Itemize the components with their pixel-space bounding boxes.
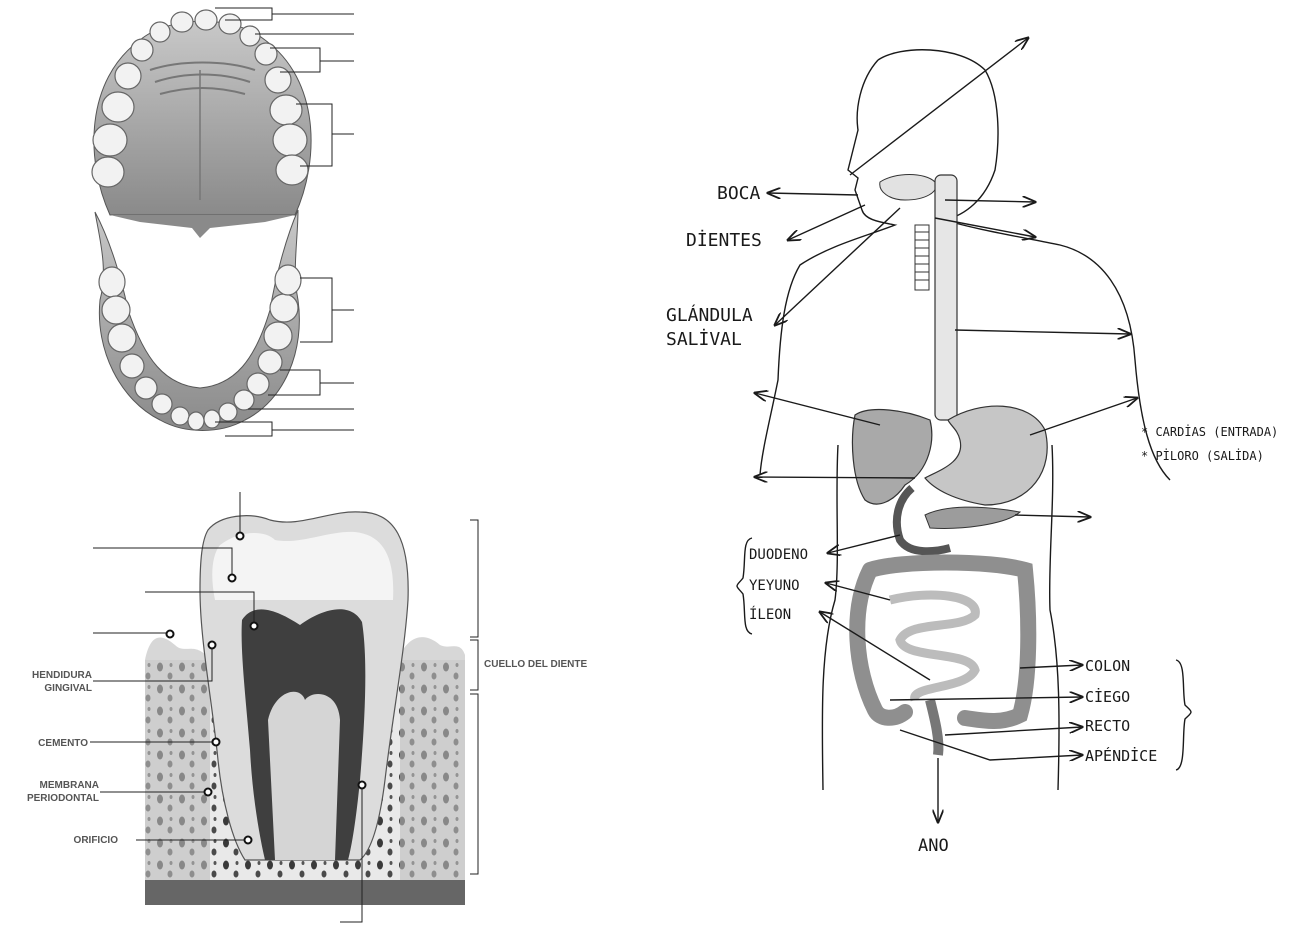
label-ciego: CİEGO bbox=[1085, 687, 1130, 706]
label-cemento: CEMENTO bbox=[38, 738, 88, 749]
pancreas bbox=[925, 507, 1020, 528]
upper-jaw-illustration bbox=[92, 10, 311, 238]
label-cardias: * CARDİAS (ENTRADA) bbox=[1141, 424, 1278, 439]
label-glandula-line2: SALİVAL bbox=[666, 329, 742, 350]
label-apendice: APÉNDİCE bbox=[1085, 746, 1157, 765]
large-intestine bbox=[857, 563, 1028, 722]
lower-jaw-illustration bbox=[95, 210, 301, 431]
label-recto: RECTO bbox=[1085, 717, 1130, 735]
tooth-cross-section bbox=[145, 512, 465, 905]
label-membrana-line1: MEMBRANA bbox=[40, 780, 99, 791]
digestive-organs bbox=[852, 175, 1047, 756]
label-membrana-line2: PERIODONTAL bbox=[27, 793, 99, 804]
rectum bbox=[930, 700, 938, 755]
liver bbox=[852, 410, 931, 504]
small-intestine bbox=[890, 595, 975, 700]
trachea bbox=[915, 225, 929, 290]
digestive-arrows bbox=[755, 38, 1137, 822]
label-dientes: DİENTES bbox=[686, 230, 762, 251]
label-ano: ANO bbox=[918, 836, 949, 856]
label-cuello-del-diente: CUELLO DEL DIENTE bbox=[484, 659, 587, 670]
label-boca: BOCA bbox=[717, 183, 761, 204]
label-hendidura-line1: HENDIDURA bbox=[32, 670, 92, 681]
stomach bbox=[925, 406, 1047, 505]
label-glandula-line1: GLÁNDULA bbox=[666, 304, 753, 326]
label-ileon: ÍLEON bbox=[749, 606, 791, 623]
label-orificio: ORIFICIO bbox=[74, 835, 119, 846]
label-colon: COLON bbox=[1085, 657, 1130, 675]
digestive-brackets bbox=[737, 538, 1191, 770]
label-duodeno: DUODENO bbox=[749, 547, 808, 563]
label-piloro: * PİLORO (SALİDA) bbox=[1141, 448, 1264, 463]
label-hendidura-line2: GINGIVAL bbox=[44, 683, 92, 694]
label-yeyuno: YEYUNO bbox=[749, 578, 800, 594]
